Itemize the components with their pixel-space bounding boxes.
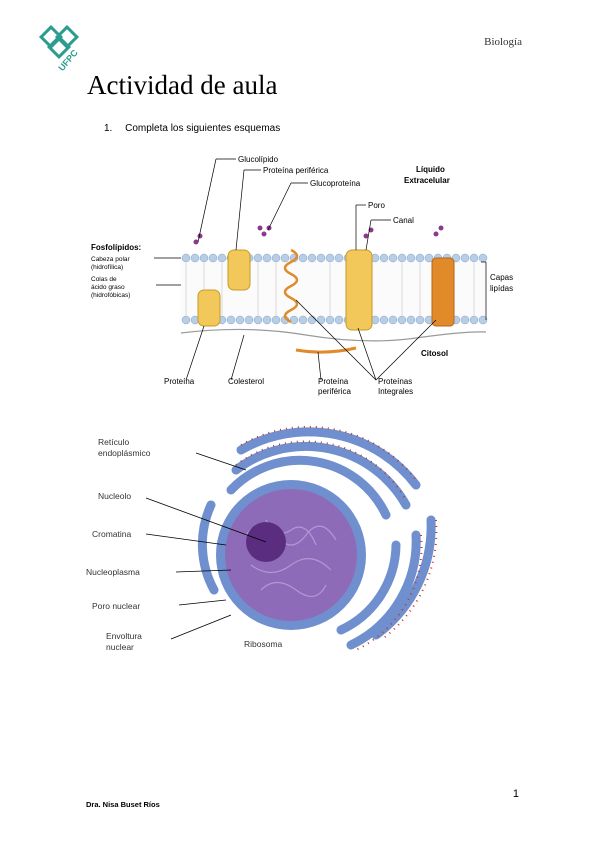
ufpc-logo: UFPC <box>38 24 80 73</box>
label-reticulo: Retículo <box>98 437 129 447</box>
label-envoltura: Envoltura <box>106 631 142 641</box>
nucleoplasm <box>225 489 357 621</box>
label-glucolipido: Glucolípido <box>238 155 279 164</box>
label-colas: Colas de <box>91 276 117 283</box>
page-title: Actividad de aula <box>87 70 278 100</box>
label-proteinas-integrales-2: Integrales <box>378 387 413 396</box>
label-cabeza-polar: Cabeza polar <box>91 256 130 263</box>
channel-protein <box>431 257 455 327</box>
label-cromatina: Cromatina <box>92 529 131 539</box>
label-proteina: Proteína <box>164 377 195 386</box>
label-proteina-periferica-top: Proteína periférica <box>263 166 329 175</box>
fatty-acid-tails <box>185 263 475 315</box>
label-poro-nuclear: Poro nuclear <box>92 601 140 611</box>
instruction: 1. Completa los siguientes esquemas <box>104 123 280 134</box>
peripheral-protein-top <box>227 249 251 291</box>
label-lipidas: lipídas <box>490 284 513 293</box>
label-hidrofobicas: (hidrofóbicas) <box>91 292 130 299</box>
glycans <box>193 225 444 245</box>
label-proteinas-integrales-1: Proteínas <box>378 377 412 386</box>
label-proteina-periferica-bottom-2: periférica <box>318 387 351 396</box>
page-number: 1 <box>512 788 519 800</box>
label-extracelular: Extracelular <box>404 176 450 185</box>
label-hidrofilica: (hidrofílica) <box>91 264 123 271</box>
nucleus-leader-lines <box>145 452 267 640</box>
label-fosfolipidos: Fosfolípidos: <box>91 243 141 252</box>
label-acido-graso: ácido graso <box>91 284 125 291</box>
peripheral-protein-bottom <box>295 346 357 354</box>
label-nucleolo: Nucleolo <box>98 491 131 501</box>
label-colesterol: Colesterol <box>228 377 264 386</box>
cell-nucleus-diagram: Retículo endoplásmico Nucleolo Cromatina… <box>86 425 438 652</box>
label-capas: Capas <box>490 273 513 282</box>
label-glucoproteina: Glucoproteína <box>310 179 361 188</box>
label-nuclear: nuclear <box>106 642 134 652</box>
footer-author: Dra. Nisa Buset Ríos <box>86 800 160 809</box>
instruction-text: Completa los siguientes esquemas <box>125 123 281 134</box>
logo-text: UFPC <box>56 47 80 73</box>
label-poro: Poro <box>368 201 385 210</box>
cell-membrane-diagram: Glucolípido Proteína periférica Glucopro… <box>91 155 513 396</box>
label-liquido: Líquido <box>416 165 445 174</box>
label-citosol: Citosol <box>421 349 448 358</box>
instruction-number: 1. <box>104 123 113 134</box>
label-canal: Canal <box>393 216 414 225</box>
label-proteina-periferica-bottom-1: Proteína <box>318 377 349 386</box>
ribosomes <box>235 425 438 651</box>
endoplasmic-reticulum <box>197 427 436 650</box>
glycoprotein-helix <box>283 248 299 324</box>
cytoskeleton <box>180 328 487 342</box>
protein-shape <box>197 289 221 327</box>
header-subject: Biología <box>484 36 522 48</box>
label-ribosoma: Ribosoma <box>244 639 283 649</box>
label-endoplasmico: endoplásmico <box>98 448 151 458</box>
leader-lines <box>154 158 487 381</box>
label-nucleoplasma: Nucleoplasma <box>86 567 140 577</box>
pore-protein <box>345 249 373 331</box>
